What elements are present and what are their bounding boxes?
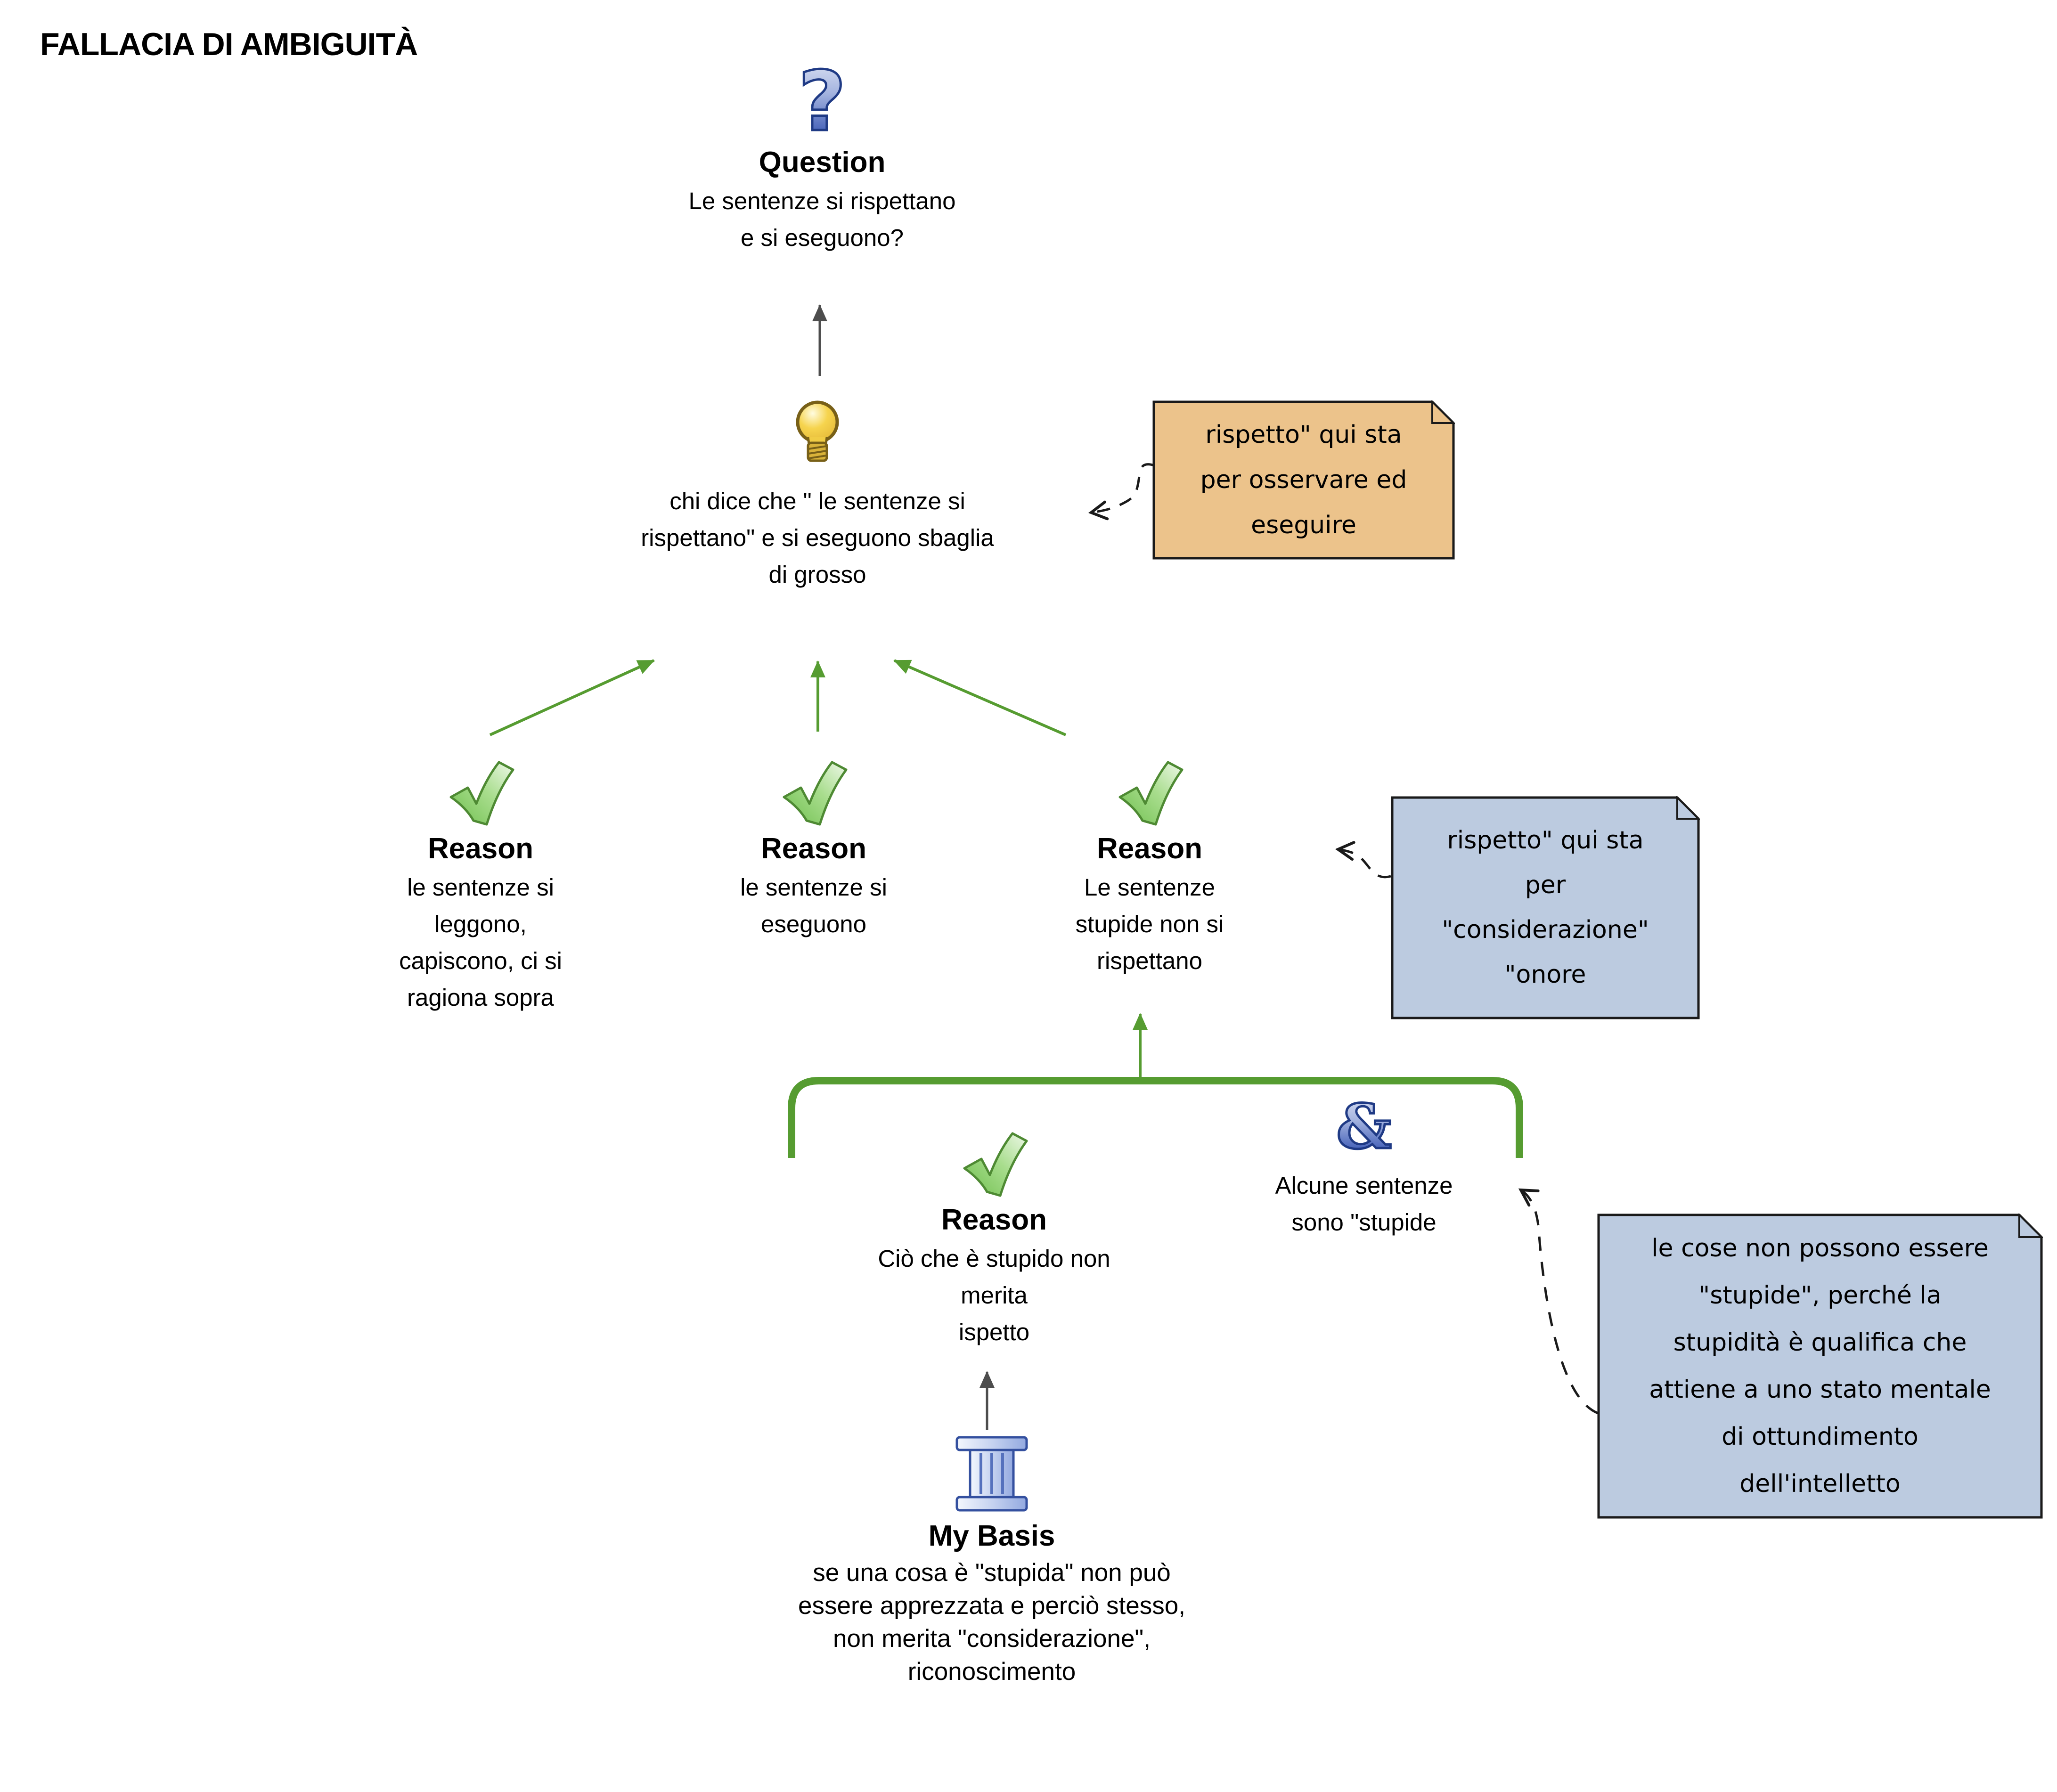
copremise-text: Alcune sentenze sono "stupide (1275, 1172, 1453, 1236)
note-paper (1597, 1214, 2043, 1519)
reason3-text: Le sentenze stupide non si rispettano (1075, 874, 1224, 974)
connector-note-considerazione (1335, 841, 1391, 879)
lightbulb-icon (796, 400, 839, 462)
node-type-label: Reason (761, 832, 866, 865)
note-text: le cose non possono essere "stupide", pe… (1649, 1234, 1991, 1498)
note-considerazione[interactable]: rispetto" qui sta per "considerazione" "… (1391, 796, 1700, 1019)
basis-node[interactable]: My Basis se una cosa è "stupida" non può… (737, 1435, 1246, 1688)
question-node[interactable]: ? Question Le sentenze si rispettano e s… (612, 65, 1032, 256)
contention-text: chi dice che " le sentenze si rispettano… (641, 488, 994, 588)
connector-note-osservare (1088, 463, 1155, 521)
connector-note-stupidita (1518, 1188, 1599, 1415)
svg-text:?: ? (798, 65, 846, 140)
group-bracket (788, 1077, 1523, 1158)
svg-text:&: & (1336, 1099, 1391, 1156)
note-stupidita[interactable]: le cose non possono essere "stupide", pe… (1597, 1214, 2043, 1519)
note-text: rispetto" qui sta per "considerazione" "… (1442, 826, 1649, 989)
basis-text: se una cosa è "stupida" non può essere a… (798, 1559, 1185, 1686)
checkmark-icon (783, 761, 848, 826)
reason2-node[interactable]: Reason le sentenze si eseguono (672, 758, 955, 943)
reason1-text: le sentenze si leggono, capiscono, ci si… (399, 874, 562, 1011)
arrow-reason3-to-contention (893, 659, 1067, 736)
note-text: rispetto" qui sta per osservare ed esegu… (1200, 421, 1407, 539)
reason3-node[interactable]: Reason Le sentenze stupide non si rispet… (1008, 758, 1291, 979)
ampersand-icon: & (1336, 1099, 1392, 1156)
pillar-icon (955, 1436, 1028, 1512)
reason1-node[interactable]: Reason le sentenze si leggono, capiscono… (339, 758, 622, 1016)
contention-node[interactable]: chi dice che " le sentenze si rispettano… (608, 400, 1027, 593)
checkmark-icon (449, 761, 514, 826)
node-type-label: Reason (1097, 832, 1202, 865)
arrow-reason1-to-contention (489, 659, 655, 736)
subreason-node[interactable]: Reason Ciò che è stupido non merita ispe… (848, 1130, 1140, 1351)
checkmark-icon (963, 1132, 1028, 1197)
note-paper (1152, 400, 1455, 560)
copremise-node[interactable]: & Alcune sentenze sono "stupide (1218, 1099, 1510, 1241)
reason2-text: le sentenze si eseguono (740, 874, 887, 937)
node-type-label: Reason (428, 832, 533, 865)
node-type-label: Reason (941, 1204, 1047, 1236)
note-osservare[interactable]: rispetto" qui sta per osservare ed esegu… (1152, 400, 1455, 560)
question-mark-icon: ? (797, 65, 848, 140)
subreason-text: Ciò che è stupido non merita ispetto (878, 1245, 1110, 1345)
question-text: Le sentenze si rispettano e si eseguono? (688, 187, 956, 251)
checkmark-icon (1118, 761, 1184, 826)
note-paper (1391, 796, 1700, 1019)
node-type-label: Question (759, 146, 886, 179)
node-type-label: My Basis (928, 1520, 1055, 1552)
page-title: FALLACIA DI AMBIGUITÀ (40, 26, 418, 62)
